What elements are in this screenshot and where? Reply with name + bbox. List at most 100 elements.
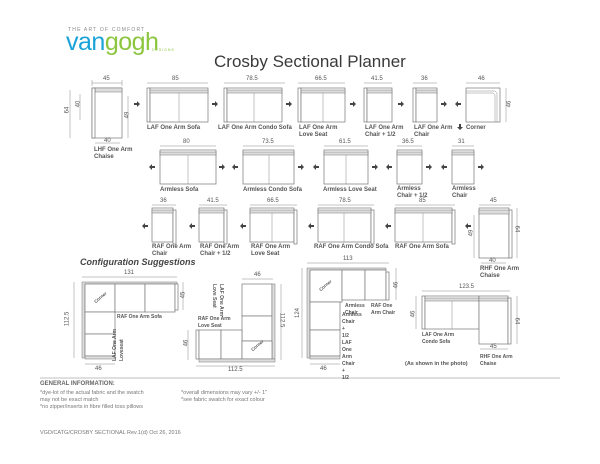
c4-chaise-width: 45 bbox=[490, 344, 497, 350]
c1-height: 112.5 bbox=[64, 311, 71, 327]
laf-condo-sofa-drawing bbox=[223, 82, 285, 123]
info-right: *overall dimensions may vary +/- 1"*see … bbox=[181, 390, 268, 403]
footer-ref: VGD/CATG/CROSBY SECTIONAL Rev.1(d) Oct 2… bbox=[40, 430, 181, 436]
armless-condo-sofa-drawing bbox=[242, 145, 295, 185]
armless-chair-half-drawing bbox=[396, 145, 423, 185]
c4-depth: 46 bbox=[410, 310, 417, 318]
dim-armless-sofa: 80 bbox=[183, 139, 190, 145]
dim-lhf-arm: 49 bbox=[124, 111, 131, 119]
dim-raf-loveseat: 66.5 bbox=[267, 198, 279, 204]
c4-note: (As shown in the photo) bbox=[405, 361, 468, 367]
dim-raf-sofa: 85 bbox=[419, 198, 426, 204]
dim-laf-sofa: 85 bbox=[172, 76, 179, 82]
dim-laf-chair: 36 bbox=[421, 76, 428, 82]
dim-armless-chair: 31 bbox=[458, 139, 465, 145]
config-2-drawing bbox=[187, 278, 282, 367]
label-corner: Corner bbox=[466, 125, 486, 131]
laf-chair-drawing bbox=[412, 82, 438, 123]
dim-rhf-width: 45 bbox=[490, 198, 497, 204]
corner-drawing bbox=[465, 82, 507, 123]
dim-corner-width: 46 bbox=[478, 76, 485, 82]
dim-laf-chair-half: 41.5 bbox=[371, 76, 383, 82]
label-armless-sofa: Armless Sofa bbox=[160, 187, 199, 193]
dim-armless-condo: 73.5 bbox=[262, 139, 274, 145]
brand-logo: vangogh bbox=[66, 28, 159, 56]
c2-side: 46 bbox=[183, 339, 190, 347]
laf-loveseat-drawing bbox=[297, 82, 346, 123]
dim-armless-loveseat: 61.5 bbox=[339, 139, 351, 145]
lhf-chaise-drawing bbox=[69, 80, 129, 144]
raf-loveseat-drawing bbox=[249, 204, 298, 245]
dim-rhf-seat: 40 bbox=[489, 258, 496, 264]
config-4-drawing bbox=[415, 290, 518, 350]
raf-chair-half-drawing bbox=[198, 204, 228, 245]
page-title: Crosby Sectional Planner bbox=[214, 52, 406, 71]
c3-width: 113 bbox=[343, 256, 353, 262]
label-laf-condo: LAF One Arm Condo Sofa bbox=[218, 125, 292, 131]
label-armless-condo: Armless Condo Sofa bbox=[243, 187, 303, 193]
label-raf-sofa: RAF One Arm Sofa bbox=[395, 244, 449, 250]
dim-lhf-depth: 64 bbox=[64, 106, 71, 114]
c1-piece1: RAF One Arm Sofa bbox=[117, 314, 162, 320]
dim-laf-condo: 78.5 bbox=[246, 76, 258, 82]
dim-armless-chair-half: 36.5 bbox=[402, 139, 414, 145]
c3-piece3: Armless Chair + 1/2 bbox=[342, 312, 362, 339]
c1-side: 45 bbox=[180, 291, 187, 299]
laf-chair-half-drawing bbox=[363, 82, 393, 123]
c3-depth: 46 bbox=[320, 366, 327, 372]
rhf-chaise-drawing bbox=[473, 204, 518, 264]
dim-lhf-seat: 40 bbox=[104, 138, 111, 144]
label-raf-condo: RAF One Arm Condo Sofa bbox=[314, 244, 389, 250]
info-left: *dye-lot of the actual fabric and the sw… bbox=[40, 390, 144, 410]
brand-name-part1: van bbox=[66, 28, 105, 56]
raf-condo-sofa-drawing bbox=[317, 204, 375, 245]
c3-piece4: LAF One Arm Chair + 1/2 bbox=[342, 340, 355, 381]
config-3-drawing bbox=[301, 262, 397, 365]
brand-sub: DESIGNS bbox=[152, 48, 175, 52]
c4-width: 123.5 bbox=[459, 284, 475, 290]
dim-laf-loveseat: 66.5 bbox=[315, 76, 327, 82]
c3-height: 124 bbox=[295, 307, 302, 319]
c3-side: 46 bbox=[393, 281, 400, 289]
info-heading: GENERAL INFORMATION: bbox=[40, 381, 115, 387]
c1-depth: 46 bbox=[95, 366, 102, 372]
c2-height: 112.5 bbox=[278, 312, 285, 328]
dim-corner-depth: 46 bbox=[506, 100, 513, 108]
c2-top: 46 bbox=[254, 272, 261, 278]
dim-rhf-arm: 49 bbox=[468, 229, 475, 237]
raf-sofa-drawing bbox=[394, 204, 456, 245]
c1-width: 131 bbox=[124, 270, 135, 276]
c2-width: 112.5 bbox=[228, 367, 243, 373]
brand-tagline: THE ART OF COMFORT bbox=[68, 27, 146, 33]
laf-sofa-drawing bbox=[146, 82, 209, 123]
armless-loveseat-drawing bbox=[323, 145, 369, 185]
brand-name-part2: gogh bbox=[104, 28, 159, 56]
dim-raf-condo: 78.5 bbox=[339, 198, 351, 204]
config-1-drawing bbox=[73, 276, 184, 365]
label-armless-loveseat: Armless Love Seat bbox=[323, 187, 377, 193]
armless-chair-drawing bbox=[451, 145, 475, 185]
armless-sofa-drawing bbox=[159, 145, 217, 185]
label-laf-sofa: LAF One Arm Sofa bbox=[147, 125, 201, 131]
raf-chair-drawing bbox=[151, 204, 177, 245]
dim-lhf-back: 40 bbox=[75, 100, 82, 108]
dim-rhf-depth: 64 bbox=[513, 225, 520, 233]
c4-chaise-depth: 64 bbox=[513, 317, 520, 325]
